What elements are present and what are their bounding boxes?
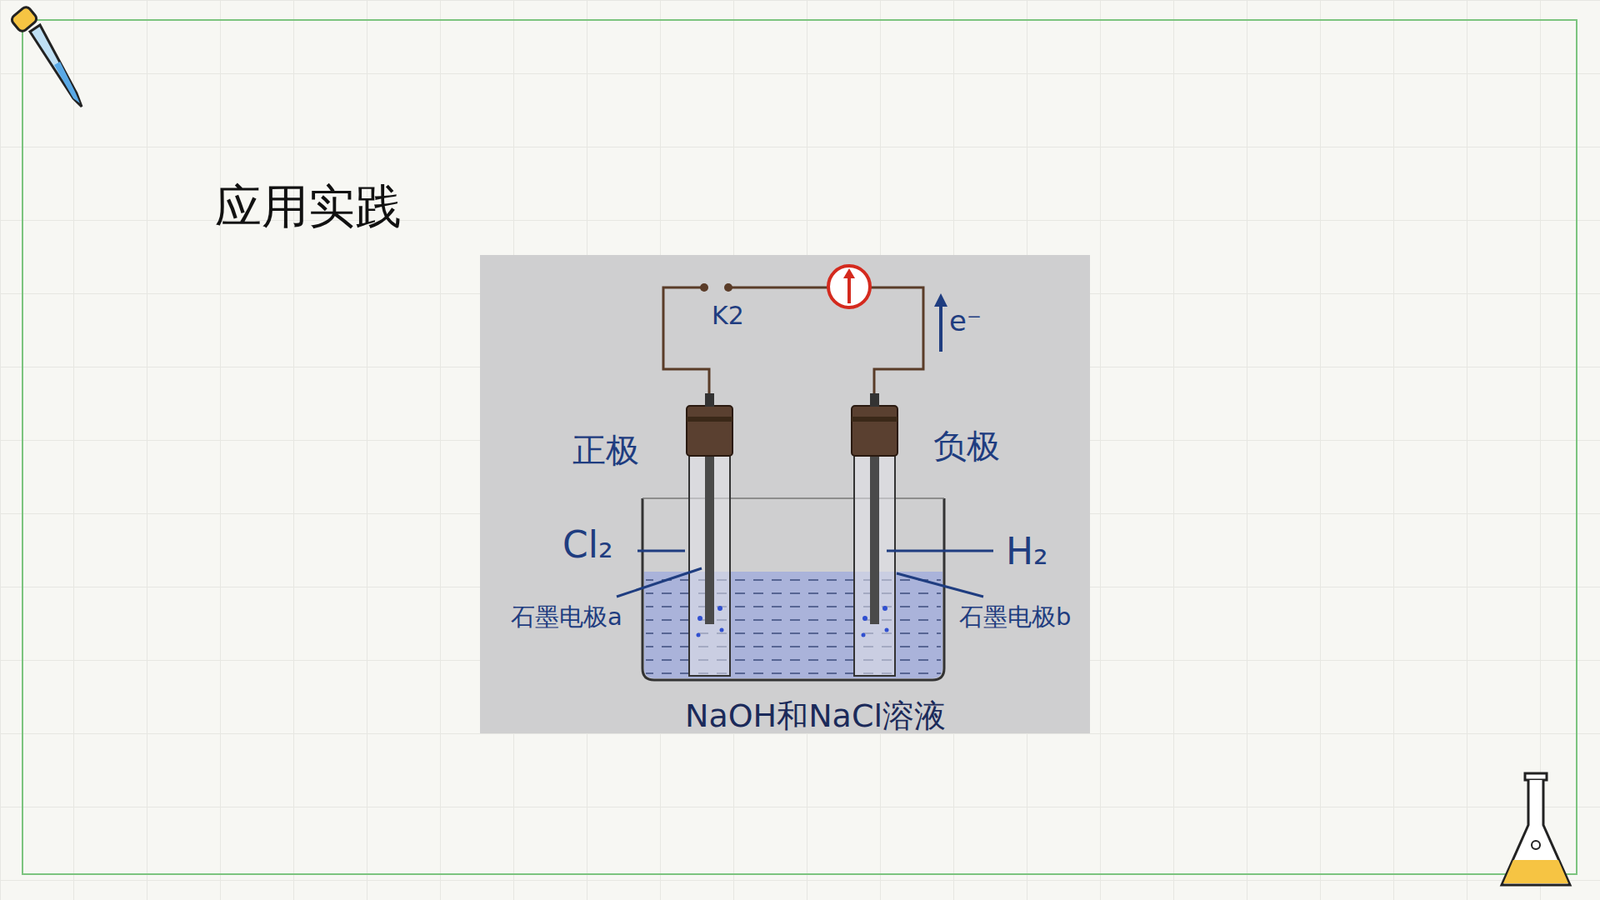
- electrode-polarity: 负极: [933, 427, 1000, 465]
- gas-label: H₂: [1005, 531, 1049, 572]
- solution-label: NaOH和NaCl溶液: [685, 699, 946, 735]
- leader-line: [616, 550, 994, 597]
- graphite-electrode-a: [686, 393, 733, 676]
- slide-title: 应用实践: [215, 180, 402, 233]
- electron-arrow: [934, 293, 948, 352]
- galvanometer: [828, 265, 870, 308]
- gas-label: Cl₂: [562, 525, 614, 565]
- switch-k2: [700, 283, 733, 292]
- electrode-polarity: 正极: [572, 431, 640, 469]
- switch-label: K2: [711, 301, 745, 330]
- circuit-wire: [663, 287, 924, 399]
- page-frame: [22, 20, 1577, 875]
- beaker-rim: [642, 497, 945, 500]
- electron-label: e⁻: [949, 305, 982, 337]
- electrode-label: 石墨电极a: [510, 604, 623, 631]
- flask-icon: [1501, 773, 1570, 885]
- picture-ground: [480, 255, 1090, 734]
- electrode-label: 石墨电极b: [959, 604, 1071, 631]
- beaker: [642, 498, 945, 680]
- graphite-electrode-b: [851, 393, 898, 676]
- dropper-icon: [10, 5, 82, 107]
